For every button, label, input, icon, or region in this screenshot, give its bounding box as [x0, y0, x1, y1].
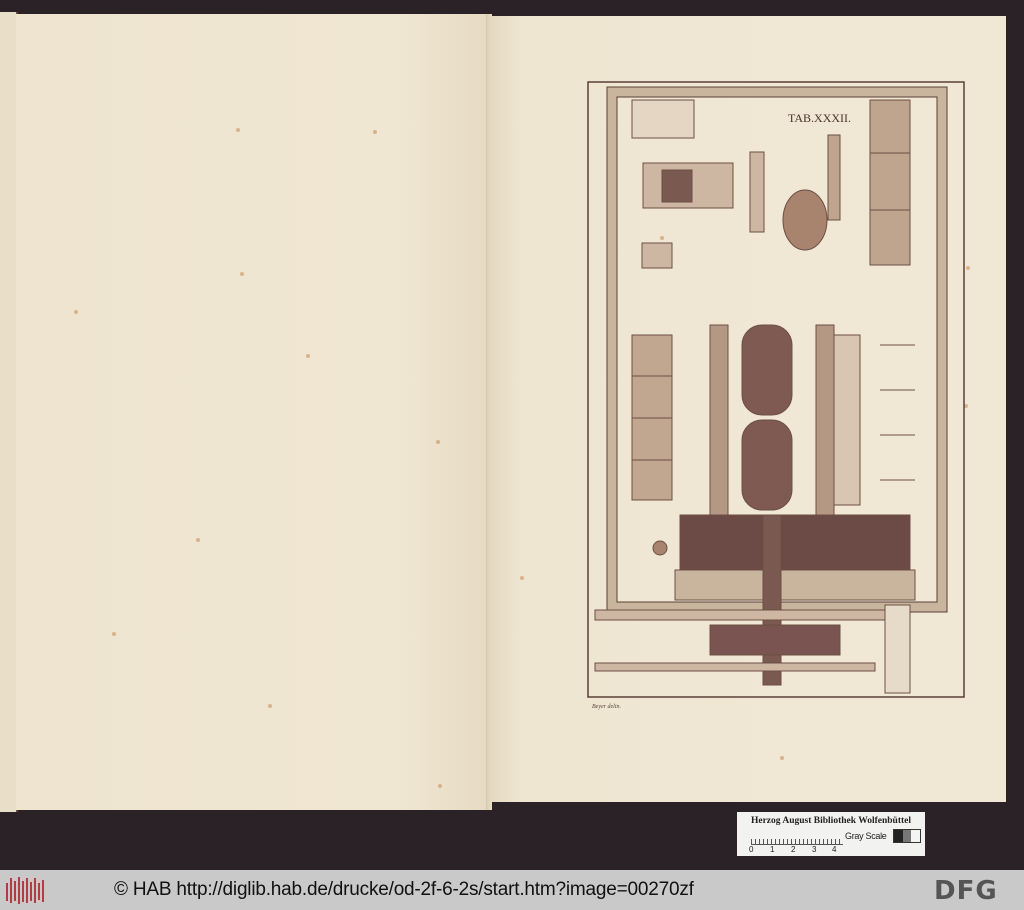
ruler: [751, 832, 843, 845]
foxing-spot: [436, 440, 440, 444]
ruler-tick: 3: [812, 845, 817, 854]
library-scale-card: Herzog August Bibliothek Wolfenbüttel 0 …: [737, 812, 925, 856]
footer-bar: © HAB http://diglib.hab.de/drucke/od-2f-…: [0, 870, 1024, 910]
plate-border: [587, 81, 965, 698]
gray-scale-swatch: [893, 829, 921, 843]
page-fold: [486, 14, 492, 810]
foxing-spot: [306, 354, 310, 358]
copyright-url: © HAB http://diglib.hab.de/drucke/od-2f-…: [114, 879, 694, 900]
ruler-tick: 4: [832, 845, 837, 854]
left-page-blank: [16, 14, 490, 810]
foxing-spot: [236, 128, 240, 132]
foxing-spot: [520, 576, 524, 580]
foxing-spot: [660, 236, 664, 240]
foxing-spot: [373, 130, 377, 134]
dfg-logo: DFG: [934, 876, 998, 906]
plate-title: TAB.XXXII.: [788, 111, 851, 125]
foxing-spot: [438, 784, 442, 788]
engraver-signature: Beyer delin.: [592, 704, 621, 710]
foxing-spot: [196, 538, 200, 542]
foxing-spot: [966, 266, 970, 270]
foxing-spot: [964, 404, 968, 408]
ruler-tick: 0: [749, 845, 754, 854]
engraved-plate-floor-plan: TAB.XXXII. Beyer delin.: [587, 81, 965, 710]
foxing-spot: [240, 272, 244, 276]
gray-scale-label: Gray Scale: [845, 831, 887, 841]
hab-logo-icon: [6, 877, 44, 904]
library-name: Herzog August Bibliothek Wolfenbüttel: [750, 816, 912, 826]
scanned-book-image: TAB.XXXII. Beyer delin. Herzog August Bi…: [0, 12, 1006, 856]
ruler-tick: 1: [770, 845, 775, 854]
foxing-spot: [112, 632, 116, 636]
foxing-spot: [780, 756, 784, 760]
foxing-spot: [268, 704, 272, 708]
ruler-tick: 2: [791, 845, 796, 854]
foxing-spot: [74, 310, 78, 314]
